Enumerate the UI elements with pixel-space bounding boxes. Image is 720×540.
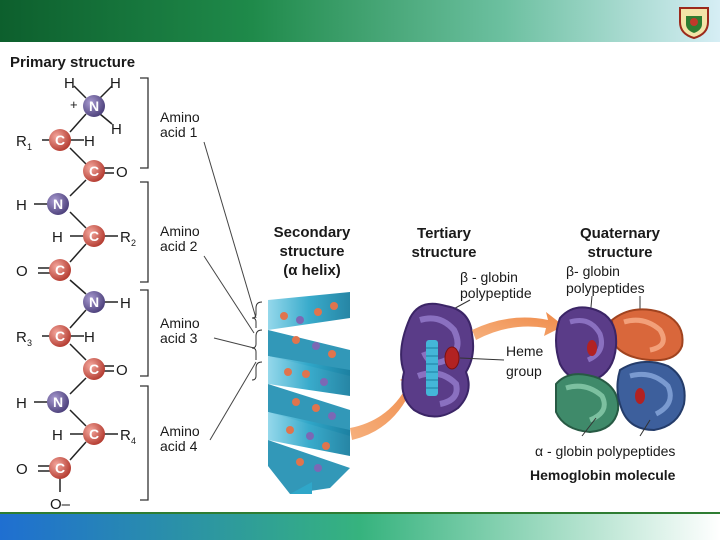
hemoglobin-molecule bbox=[555, 306, 686, 434]
amino-acid-4-line1: Amino bbox=[160, 423, 200, 439]
helix-braces bbox=[251, 301, 263, 381]
atom-c3b: C bbox=[83, 358, 105, 380]
svg-text:1: 1 bbox=[27, 142, 32, 152]
svg-text:C: C bbox=[55, 262, 65, 278]
svg-text:H: H bbox=[84, 329, 95, 346]
svg-text:H: H bbox=[16, 197, 27, 214]
amino-acid-brackets bbox=[140, 77, 149, 501]
atom-n3: N bbox=[83, 291, 105, 313]
svg-text:O: O bbox=[16, 461, 28, 478]
amino-acid-3-line2: acid 3 bbox=[160, 330, 198, 346]
svg-text:R: R bbox=[16, 329, 27, 346]
svg-text:C: C bbox=[89, 426, 99, 442]
atom-c4a: C bbox=[83, 423, 105, 445]
hemoglobin-label: Hemoglobin molecule bbox=[530, 467, 676, 483]
svg-text:Tertiary: Tertiary bbox=[417, 225, 472, 242]
svg-text:structure: structure bbox=[411, 244, 476, 261]
secondary-label: Secondary structure (α helix) bbox=[274, 224, 351, 279]
top-banner bbox=[0, 0, 720, 42]
svg-text:C: C bbox=[89, 361, 99, 377]
atom-c1b: C bbox=[83, 160, 105, 182]
helix-residues bbox=[280, 302, 338, 472]
svg-text:Heme: Heme bbox=[506, 343, 544, 359]
alpha-helix bbox=[268, 292, 350, 494]
svg-text:structure: structure bbox=[279, 243, 344, 260]
bottom-banner bbox=[0, 514, 720, 540]
chem-labels: H H + H R 1 H O H H R 2 O H R 3 H O H H … bbox=[16, 75, 136, 513]
svg-text:N: N bbox=[89, 294, 99, 310]
tertiary-globin bbox=[400, 302, 475, 418]
svg-text:Quaternary: Quaternary bbox=[580, 225, 661, 242]
amino-acid-2-line1: Amino bbox=[160, 223, 200, 239]
svg-text:group: group bbox=[506, 363, 542, 379]
quaternary-label: Quaternary structure bbox=[580, 225, 661, 261]
svg-text:polypeptide: polypeptide bbox=[460, 285, 532, 301]
svg-text:R: R bbox=[120, 229, 131, 246]
atom-n2: N bbox=[47, 193, 69, 215]
bottom-line bbox=[0, 512, 720, 515]
backbone-bonds bbox=[34, 85, 118, 492]
svg-text:O: O bbox=[16, 263, 28, 280]
svg-text:H: H bbox=[52, 427, 63, 444]
svg-text:2: 2 bbox=[131, 238, 136, 248]
svg-text:H: H bbox=[84, 133, 95, 150]
atom-c4b: C bbox=[49, 457, 71, 479]
svg-text:R: R bbox=[16, 133, 27, 150]
svg-text:H: H bbox=[16, 395, 27, 412]
atom-c3a: C bbox=[49, 325, 71, 347]
svg-text:N: N bbox=[89, 98, 99, 114]
svg-text:structure: structure bbox=[587, 244, 652, 261]
atom-c2a: C bbox=[83, 225, 105, 247]
svg-text:polypeptides: polypeptides bbox=[566, 280, 645, 296]
alpha-globin-label: α - globin polypeptides bbox=[535, 443, 675, 459]
amino-acid-4-line2: acid 4 bbox=[160, 438, 198, 454]
svg-text:O–: O– bbox=[50, 496, 71, 513]
atom-n4: N bbox=[47, 391, 69, 413]
amino-acid-1-line2: acid 1 bbox=[160, 124, 198, 140]
tertiary-label: Tertiary structure bbox=[411, 225, 476, 261]
svg-text:β - globin: β - globin bbox=[460, 269, 518, 285]
svg-text:H: H bbox=[110, 75, 121, 92]
svg-text:β- globin: β- globin bbox=[566, 263, 620, 279]
amino-acid-3-line1: Amino bbox=[160, 315, 200, 331]
svg-text:H: H bbox=[52, 229, 63, 246]
atom-c2b: C bbox=[49, 259, 71, 281]
primary-structure-title: Primary structure bbox=[10, 54, 135, 71]
amino-acid-2-line2: acid 2 bbox=[160, 238, 198, 254]
svg-text:C: C bbox=[55, 328, 65, 344]
amino-acid-labels: Amino acid 1 Amino acid 2 Amino acid 3 A… bbox=[160, 109, 200, 454]
svg-text:N: N bbox=[53, 394, 63, 410]
svg-text:(α helix): (α helix) bbox=[283, 262, 341, 279]
quaternary-alpha-pointers bbox=[581, 417, 651, 437]
svg-text:C: C bbox=[89, 163, 99, 179]
amino-acid-1-line1: Amino bbox=[160, 109, 200, 125]
svg-text:H: H bbox=[64, 75, 75, 92]
leader-lines bbox=[203, 141, 257, 441]
svg-text:R: R bbox=[120, 427, 131, 444]
heme-pointer bbox=[459, 357, 505, 361]
svg-text:N: N bbox=[53, 196, 63, 212]
svg-text:3: 3 bbox=[27, 338, 32, 348]
atom-c1a: C bbox=[49, 129, 71, 151]
quaternary-beta-label: β- globin polypeptides bbox=[566, 263, 645, 296]
svg-text:C: C bbox=[89, 228, 99, 244]
arrow-to-quaternary bbox=[472, 312, 564, 340]
svg-text:Secondary: Secondary bbox=[274, 224, 351, 241]
svg-text:H: H bbox=[111, 121, 122, 138]
tertiary-beta-label: β - globin polypeptide bbox=[460, 269, 532, 301]
svg-text:C: C bbox=[55, 460, 65, 476]
svg-text:O: O bbox=[116, 362, 128, 379]
atom-n1: N bbox=[83, 95, 105, 117]
heme-label: Heme group bbox=[506, 343, 544, 379]
svg-text:O: O bbox=[116, 164, 128, 181]
university-crest-icon bbox=[679, 7, 709, 40]
svg-text:4: 4 bbox=[131, 436, 136, 446]
svg-text:H: H bbox=[120, 295, 131, 312]
svg-text:+: + bbox=[70, 97, 78, 112]
svg-text:C: C bbox=[55, 132, 65, 148]
